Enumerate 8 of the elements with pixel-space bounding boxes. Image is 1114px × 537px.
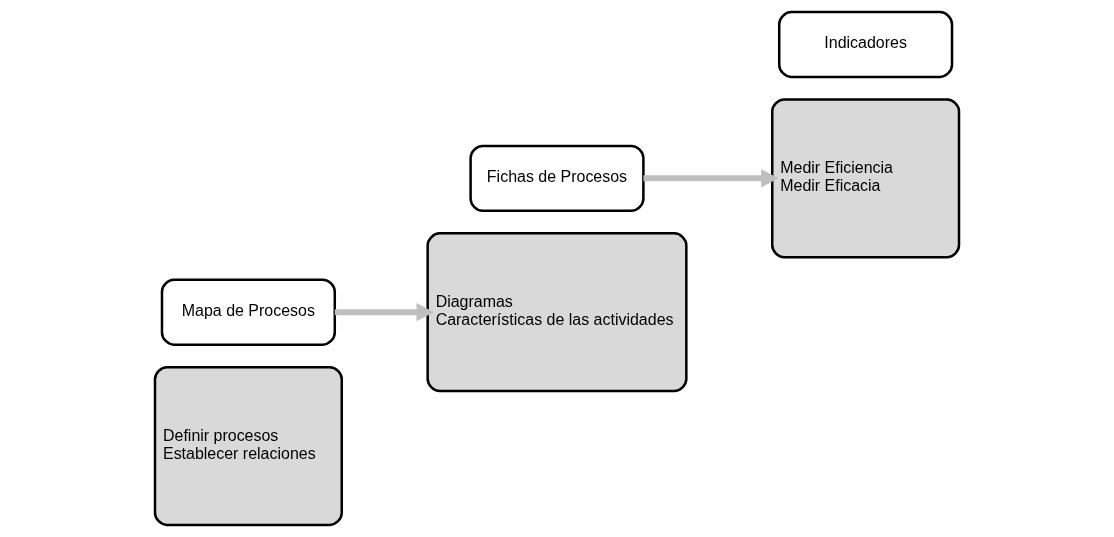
node-box: Indicadores — [778, 10, 954, 79]
node-box: Mapa de Procesos — [160, 278, 336, 346]
node-box: Diagramas Características de las actividades — [426, 232, 688, 393]
arrow — [643, 169, 779, 188]
node-box: Definir procesos Establecer relaciones — [153, 365, 343, 527]
node-box: Fichas de Procesos — [469, 144, 645, 213]
arrow — [334, 303, 434, 322]
node-box: Medir Eficiencia Medir Eficacia — [771, 98, 961, 259]
